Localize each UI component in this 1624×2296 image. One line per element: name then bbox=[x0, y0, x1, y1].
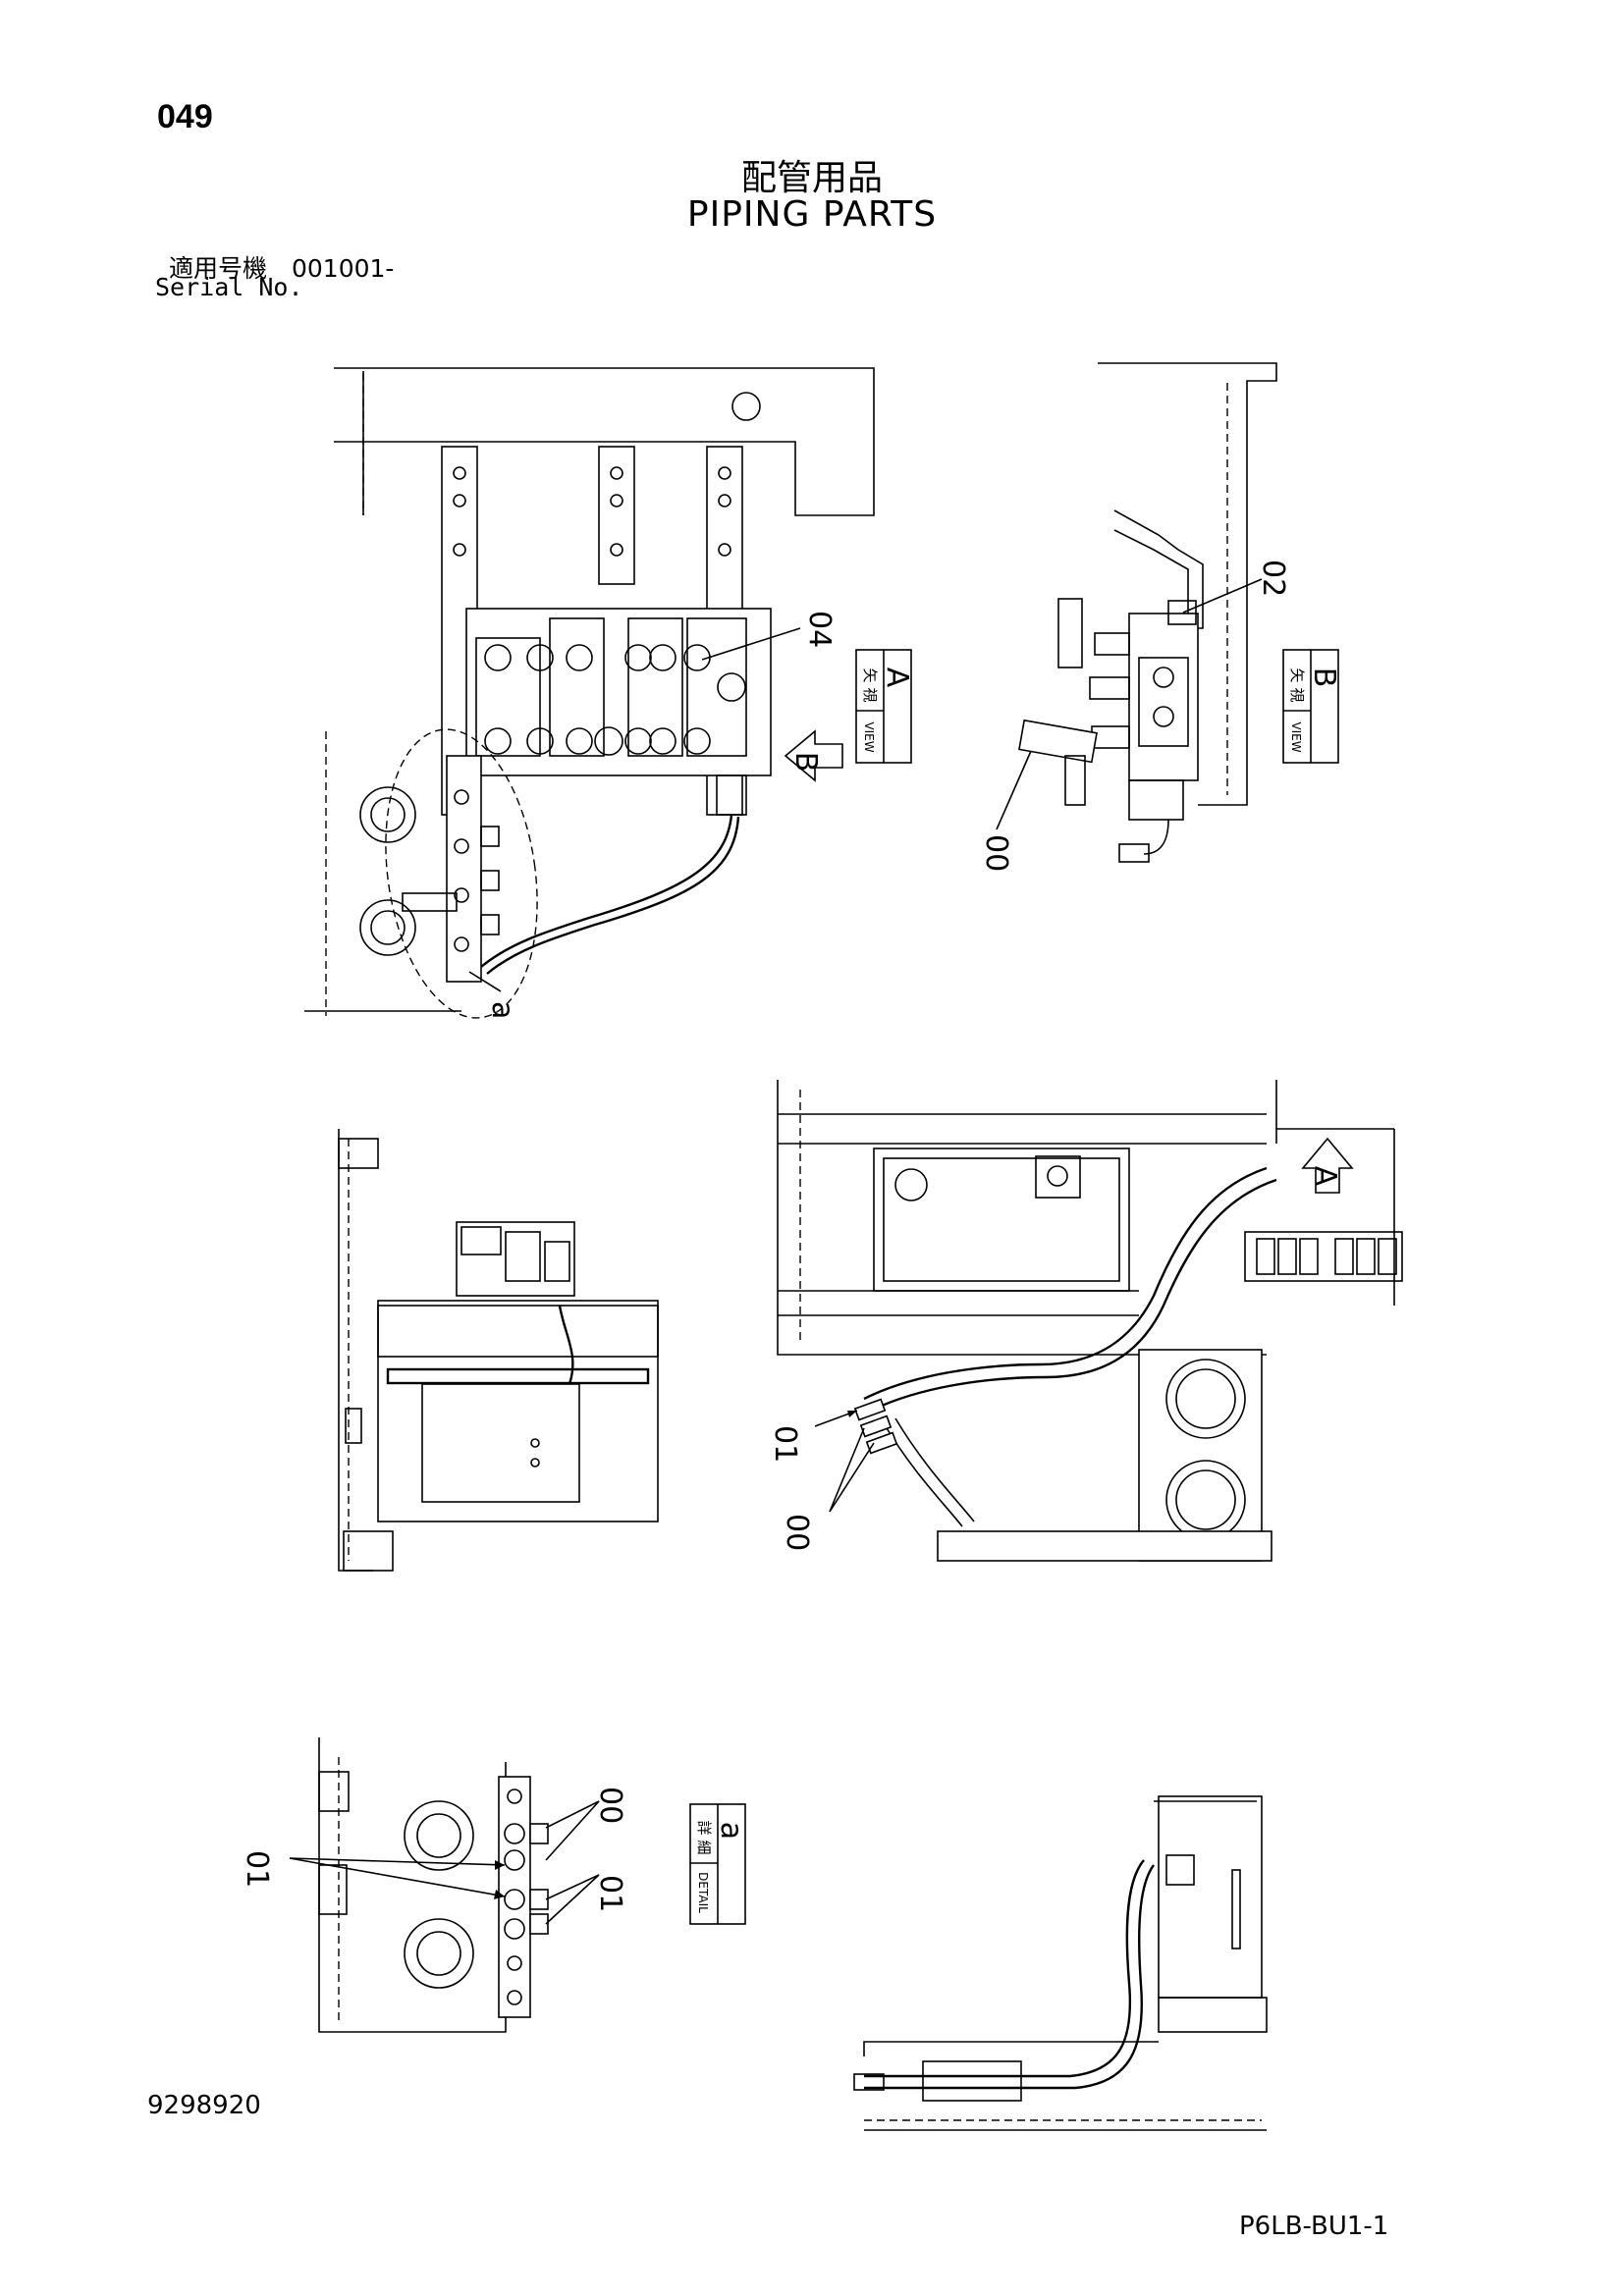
arrow-a-letter: A bbox=[1308, 1166, 1342, 1187]
view-a-assembly: B 04 a bbox=[304, 367, 875, 1019]
callout-01-detail-left: 01 bbox=[240, 1850, 274, 1888]
detail-a-view: 00 01 01 bbox=[240, 1737, 627, 2033]
callout-00-view-b: 00 bbox=[979, 834, 1013, 872]
page-title-jp: 配管用品 bbox=[740, 158, 883, 198]
view-b-kanji-1: 矢 bbox=[1288, 667, 1306, 682]
view-b-label: 矢 視 VIEW B bbox=[1282, 649, 1341, 764]
callout-04: 04 bbox=[802, 611, 837, 648]
callout-01-detail-right: 01 bbox=[593, 1875, 627, 1912]
detail-a-en: DETAIL bbox=[696, 1872, 710, 1913]
view-a-kanji-2: 視 bbox=[861, 687, 879, 702]
callout-00-detail: 00 bbox=[593, 1787, 627, 1824]
page-title-en: PIPING PARTS bbox=[686, 194, 938, 235]
document-number: 9298920 bbox=[147, 2091, 261, 2120]
view-a-en: VIEW bbox=[862, 721, 876, 752]
arrow-b-letter: B bbox=[788, 752, 823, 773]
middle-right-view: A 01 00 bbox=[768, 1080, 1403, 1562]
serial-label-jp: 適用号機 001001- bbox=[169, 254, 395, 283]
serial-label-en: Serial No. bbox=[155, 273, 303, 301]
callout-a: a bbox=[485, 1001, 519, 1019]
callout-01-side-view: 01 bbox=[768, 1425, 802, 1463]
detail-a-kanji-2: 細 bbox=[695, 1840, 713, 1854]
view-a-label: 矢 視 VIEW A bbox=[855, 649, 914, 764]
view-a-kanji-1: 矢 bbox=[861, 667, 879, 682]
view-b-assembly: 02 00 bbox=[979, 362, 1290, 872]
detail-a-letter: a bbox=[714, 1822, 748, 1840]
view-b-letter: B bbox=[1307, 667, 1341, 688]
middle-left-view bbox=[338, 1129, 659, 1572]
page-number: 049 bbox=[157, 98, 213, 135]
view-a-letter: A bbox=[880, 667, 914, 688]
reference-code: P6LB-BU1-1 bbox=[1239, 2212, 1389, 2241]
callout-00-side-view: 00 bbox=[780, 1514, 814, 1551]
callout-02: 02 bbox=[1256, 560, 1290, 597]
view-b-en: VIEW bbox=[1289, 721, 1303, 752]
detail-a-kanji-1: 詳 bbox=[695, 1820, 713, 1835]
view-b-kanji-2: 視 bbox=[1288, 687, 1306, 702]
bottom-right-view bbox=[853, 1795, 1268, 2131]
detail-a-label: 詳 細 DETAIL a bbox=[689, 1803, 748, 1925]
